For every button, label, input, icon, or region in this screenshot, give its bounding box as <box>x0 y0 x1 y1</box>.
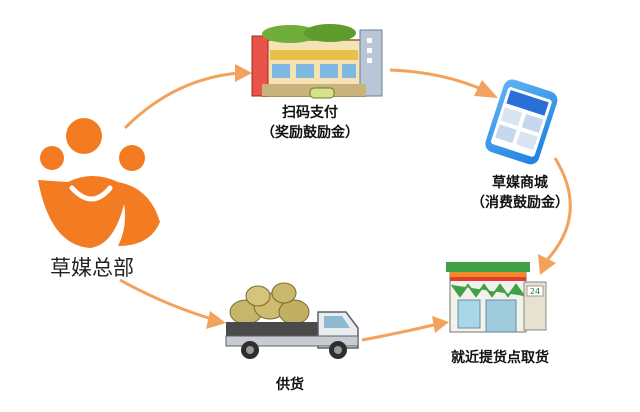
node-label-store: 就近提货点取货 <box>420 347 580 367</box>
hq-label: 草媒总部 <box>50 256 134 280</box>
arrow-mall-to-store <box>538 157 572 275</box>
supply-label: 供货 <box>276 377 304 393</box>
delivery-truck-icon <box>225 282 359 359</box>
arrow-supply-to-store <box>361 316 449 342</box>
arrow-hq-to-scan <box>123 64 252 130</box>
node-label-mall: 草媒商城 （消费鼓励金） <box>460 173 580 213</box>
arrow-hq-to-supply <box>119 278 226 329</box>
store-hours-badge: 24 <box>530 287 540 296</box>
node-label-hq: 草媒总部 <box>22 252 162 282</box>
mall-label: 草媒商城 <box>492 175 548 191</box>
scan-sublabel: （奖励鼓励金） <box>261 125 359 141</box>
scan-label: 扫码支付 <box>282 105 338 121</box>
smartphone-icon <box>485 79 558 165</box>
people-logo-icon <box>38 118 160 248</box>
store-label: 就近提货点取货 <box>451 350 549 366</box>
node-label-supply: 供货 <box>260 374 320 394</box>
shop-building-icon <box>251 24 383 99</box>
arrow-scan-to-mall <box>389 68 498 98</box>
node-label-scan: 扫码支付 （奖励鼓励金） <box>250 103 370 143</box>
mall-sublabel: （消费鼓励金） <box>471 195 569 211</box>
convenience-store-icon <box>446 262 547 333</box>
